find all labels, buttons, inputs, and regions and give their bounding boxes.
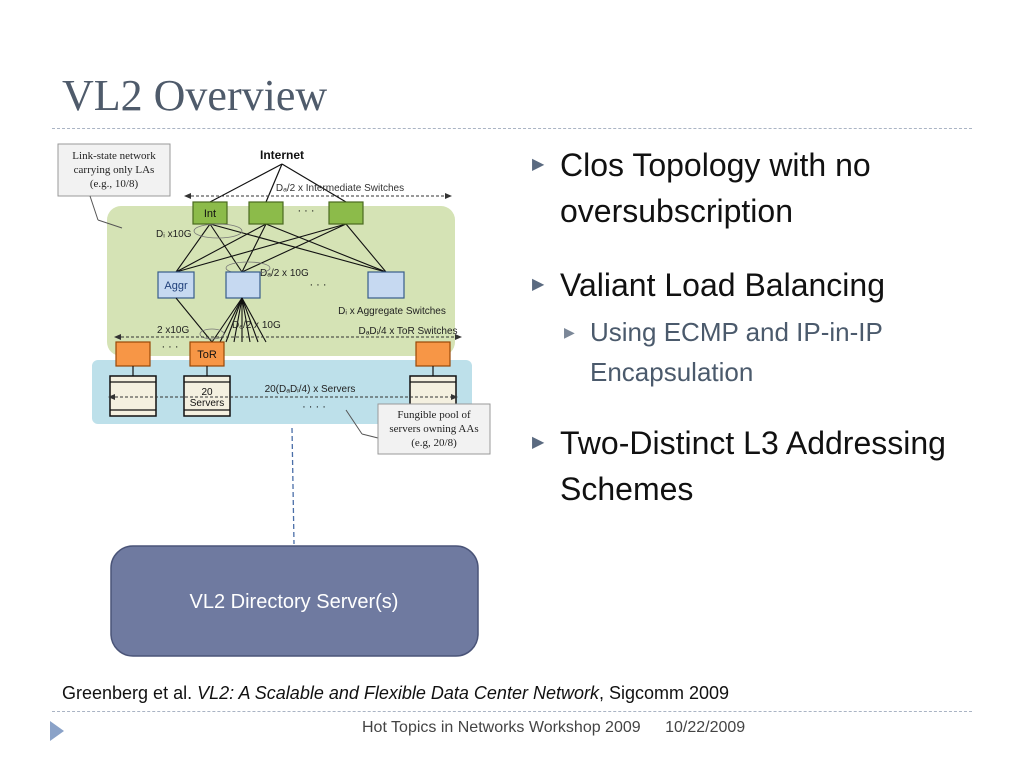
footer: Hot Topics in Networks Workshop 2009 10/… xyxy=(362,719,765,737)
callout-top-line-3: (e.g., 10/8) xyxy=(90,178,139,190)
bullet-item: ▶ Clos Topology with no oversubscription xyxy=(530,142,990,234)
bullet-list: ▶ Clos Topology with no oversubscription… xyxy=(530,142,990,540)
sub-bullet-item: ▶ Using ECMP and IP-in-IP Encapsulation xyxy=(530,312,990,392)
callout-top-line-1: Link-state network xyxy=(72,150,156,162)
slide-title: VL2 Overview xyxy=(62,71,328,120)
int-aggr-links xyxy=(175,223,387,273)
tor-switch-1 xyxy=(115,341,151,367)
aggr-switch-3 xyxy=(367,271,405,299)
tor-ellipsis: · · · xyxy=(161,341,178,353)
servers-caption: 20(DₐDᵢ/4) x Servers xyxy=(265,384,356,395)
callout-bottom-line-3: (e.g, 20/8) xyxy=(411,437,457,449)
aggr-switch-2 xyxy=(225,271,261,299)
int-switch-label: Int xyxy=(204,208,216,220)
callout-bottom-line-2: servers owning AAs xyxy=(389,423,478,435)
bullet-item: ▶ Valiant Load Balancing xyxy=(530,262,990,308)
footer-date: 10/22/2009 xyxy=(665,719,746,736)
server-pool-callout: Fungible pool of servers owning AAs (e.g… xyxy=(345,403,491,455)
aggr-tor-links xyxy=(175,297,267,343)
bullet-text: Valiant Load Balancing xyxy=(560,267,885,303)
callout-top-line-2: carrying only LAs xyxy=(74,164,155,176)
directory-link xyxy=(291,427,295,545)
aggr-switch-label: Aggr xyxy=(164,280,188,292)
di-link-bundle xyxy=(193,223,243,239)
rack-label-line-2: Servers xyxy=(190,398,224,409)
sub-bullet-arrow-icon: ▶ xyxy=(564,324,575,340)
footer-event: Hot Topics in Networks Workshop 2009 xyxy=(362,719,641,736)
rack-label-line-1: 20 xyxy=(201,387,213,398)
la-network-region xyxy=(107,206,455,356)
title-divider xyxy=(52,128,972,129)
aggregate-caption: Dᵢ x Aggregate Switches xyxy=(338,306,446,317)
intermediate-caption: Dₐ/2 x Intermediate Switches xyxy=(276,183,404,194)
citation-venue: , Sigcomm 2009 xyxy=(598,683,730,703)
citation-paper-title: VL2: A Scalable and Flexible Data Center… xyxy=(197,683,599,703)
tor-caption: DₐDᵢ/4 x ToR Switches xyxy=(358,326,457,337)
aggr-switch-1 xyxy=(157,271,195,299)
corner-triangle-icon xyxy=(50,721,64,741)
tor-uplink-bundle xyxy=(199,328,225,340)
internet-label: Internet xyxy=(260,148,304,162)
directory-server-label: VL2 Directory Server(s) xyxy=(190,591,399,613)
tor-switch-3 xyxy=(415,341,451,367)
bullet-text: Clos Topology with no oversubscription xyxy=(560,147,871,229)
bullet-arrow-icon: ▶ xyxy=(532,434,545,451)
server-rack-2: 20 Servers xyxy=(183,375,231,417)
callout-bottom-line-1: Fungible pool of xyxy=(397,409,471,421)
la-network-callout: Link-state network carrying only LAs (e.… xyxy=(57,143,171,229)
da2-10g-label-b: Dₐ/2 x 10G xyxy=(232,320,281,331)
directory-server-box xyxy=(110,545,479,657)
bullet-text: Two-Distinct L3 Addressing Schemes xyxy=(560,425,946,507)
bullet-item: ▶ Two-Distinct L3 Addressing Schemes xyxy=(530,420,990,512)
aggr-ellipsis: · · · xyxy=(309,279,326,291)
di-x10g-label: Dᵢ x10G xyxy=(156,229,192,240)
sub-bullet-text: Using ECMP and IP-in-IP Encapsulation xyxy=(590,317,883,387)
2x10g-label: 2 x10G xyxy=(157,325,189,336)
bullet-arrow-icon: ▶ xyxy=(532,276,545,293)
bullet-arrow-icon: ▶ xyxy=(532,156,545,173)
int-ellipsis: · · · xyxy=(297,205,314,217)
servers-ellipsis: · · · · xyxy=(302,401,326,413)
citation: Greenberg et al. VL2: A Scalable and Fle… xyxy=(62,681,802,706)
da2-10g-label: Dₐ/2 x 10G xyxy=(260,268,309,279)
footer-divider xyxy=(52,711,972,712)
server-rack-1 xyxy=(109,375,157,417)
vl2-topology-diagram: Link-state network carrying only LAs (e.… xyxy=(57,143,491,657)
citation-author: Greenberg et al. xyxy=(62,683,198,703)
int-switch-2 xyxy=(248,201,284,225)
int-switch-3 xyxy=(328,201,364,225)
tor-switch-label: ToR xyxy=(197,349,217,361)
